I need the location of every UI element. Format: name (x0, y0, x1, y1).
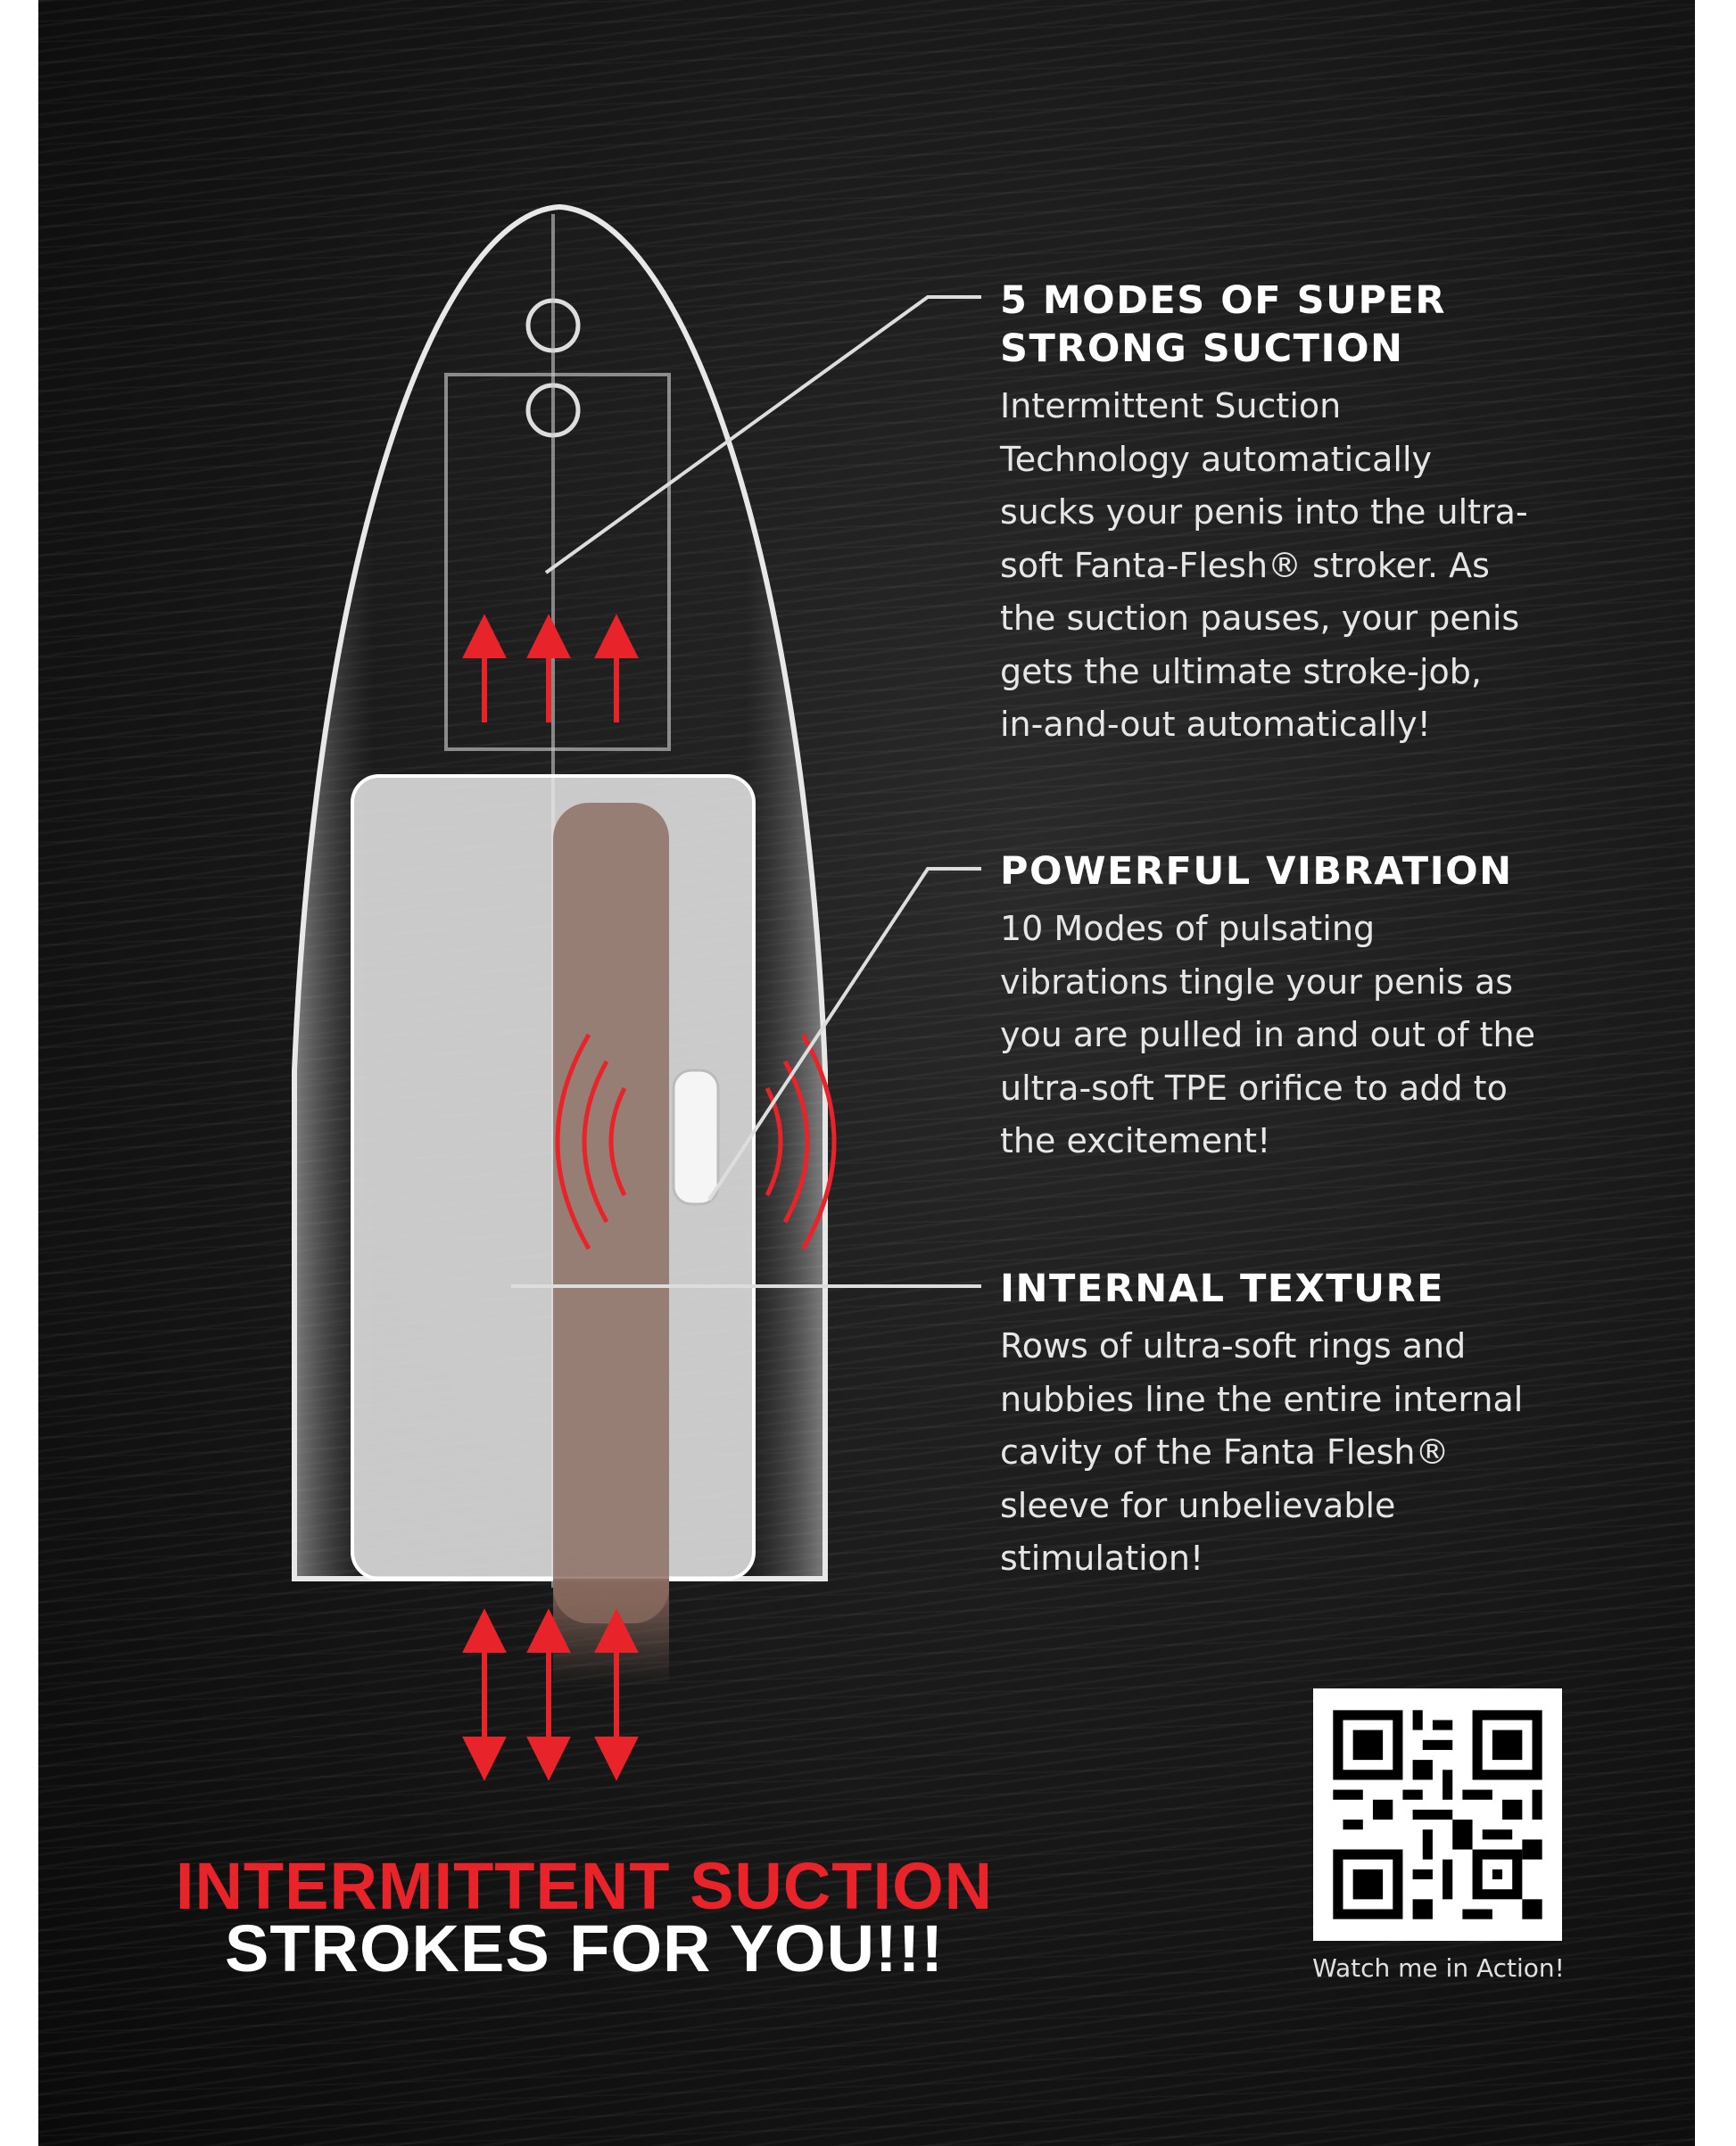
headline-line1: INTERMITTENT SUCTION (175, 1849, 994, 1923)
suction-arrows-icon (462, 614, 639, 722)
stroke-arrows-icon (462, 1608, 639, 1781)
headline: INTERMITTENT SUCTION STROKES FOR YOU!!! (134, 1849, 1035, 1985)
feature-body: 10 Modes of pulsating vibrations tingle … (1000, 909, 1536, 1160)
callout-leader-lines (511, 295, 981, 1288)
feature-title: 5 MODES OF SUPER STRONG SUCTION (1000, 278, 1447, 371)
feature-vibration: POWERFUL VIBRATION 10 Modes of pulsating… (1000, 847, 1535, 1168)
qr-code-icon (1313, 1690, 1562, 1939)
vibrator-bullet (672, 1069, 720, 1206)
feature-title: POWERFUL VIBRATION (1000, 849, 1513, 894)
feature-suction: 5 MODES OF SUPER STRONG SUCTION Intermit… (1000, 277, 1535, 752)
feature-body: Intermittent Suction Technology automati… (1000, 386, 1528, 744)
vibration-waves-icon (555, 1033, 837, 1250)
headline-line2: STROKES FOR YOU!!! (225, 1911, 944, 1985)
feature-texture: INTERNAL TEXTURE Rows of ultra-soft ring… (1000, 1265, 1535, 1586)
qr-code[interactable] (1313, 1688, 1562, 1941)
motor-housing (444, 373, 671, 751)
feature-title: INTERNAL TEXTURE (1000, 1267, 1445, 1311)
feature-body: Rows of ultra-soft rings and nubbies lin… (1000, 1326, 1524, 1578)
qr-caption: Watch me in Action! (1312, 1953, 1565, 1983)
